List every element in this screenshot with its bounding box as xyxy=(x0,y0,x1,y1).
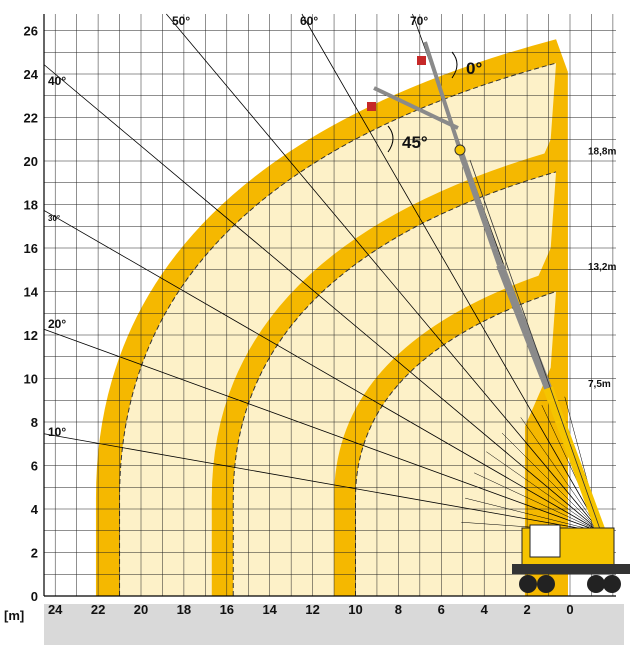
chassis xyxy=(512,564,630,574)
angle-label-20: 20° xyxy=(48,317,66,331)
angle-label-10: 10° xyxy=(48,425,66,439)
x-tick-label: 16 xyxy=(220,602,234,617)
y-tick-label: 20 xyxy=(24,154,38,169)
hook-block xyxy=(417,56,426,65)
jib-45 xyxy=(373,86,459,130)
angle-labels: 10° 20° 30° 40° 50° 60° 70° 0° 45° xyxy=(48,14,482,439)
y-tick-label: 10 xyxy=(24,372,38,387)
y-tick-label: 18 xyxy=(24,198,38,213)
x-tick-label: 10 xyxy=(348,602,362,617)
x-tick-label: 20 xyxy=(134,602,148,617)
operator-cab xyxy=(529,524,561,558)
boom-angle-line-50 xyxy=(166,13,602,533)
x-unit-label: [m] xyxy=(4,608,24,623)
wheel xyxy=(587,575,605,593)
y-tick-label: 8 xyxy=(31,415,38,430)
fan-line xyxy=(465,497,602,533)
jib-angle-label: 45° xyxy=(402,133,428,152)
ground-area xyxy=(44,604,624,645)
y-tick-label: 26 xyxy=(24,24,38,39)
wheel xyxy=(603,575,621,593)
range-dashed-line xyxy=(355,291,557,596)
boom-length-label: 13,2m xyxy=(588,262,616,273)
jib-arc-mark xyxy=(387,125,394,153)
y-tick-label: 24 xyxy=(24,67,39,82)
range-dashed-line xyxy=(232,171,557,596)
boom-angle-line-30 xyxy=(43,210,602,533)
angle-label-30: 30° xyxy=(48,214,60,223)
x-tick-label: 18 xyxy=(177,602,191,617)
x-tick-label: 0 xyxy=(566,602,573,617)
y-tick-label: 12 xyxy=(24,328,38,343)
boom-length-label: 7,5m xyxy=(588,379,611,390)
range-dashed-line xyxy=(119,62,557,596)
y-tick-label: 14 xyxy=(24,285,39,300)
fan-line xyxy=(486,451,602,533)
jib-joint xyxy=(454,144,466,156)
x-tick-label: 14 xyxy=(262,602,277,617)
jib-angle-label: 0° xyxy=(466,59,482,78)
wheel xyxy=(537,575,555,593)
jib-arc-mark xyxy=(451,51,458,79)
crane-illustration xyxy=(367,41,630,593)
angle-label-40: 40° xyxy=(48,74,66,88)
boom-section-3 xyxy=(457,149,503,266)
x-tick-label: 4 xyxy=(481,602,489,617)
y-tick-label: 4 xyxy=(31,502,39,517)
y-tick-label: 16 xyxy=(24,241,38,256)
boom-angle-line-60 xyxy=(301,13,602,533)
x-tick-label: 2 xyxy=(523,602,530,617)
boom-section-2 xyxy=(496,263,552,390)
boom-cable xyxy=(469,159,602,533)
x-tick-label: 12 xyxy=(305,602,319,617)
y-tick-label: 0 xyxy=(31,589,38,604)
boom-angle-line-10 xyxy=(43,433,602,533)
angle-label-50: 50° xyxy=(172,14,190,28)
y-tick-label: 22 xyxy=(24,111,38,126)
fan-line xyxy=(474,472,602,533)
angle-label-70: 70° xyxy=(410,14,428,28)
y-tick-label: 2 xyxy=(31,546,38,561)
working-range-fills xyxy=(95,39,568,596)
x-tick-label: 8 xyxy=(395,602,402,617)
boom-length-labels: 18,8m 13,2m 7,5m xyxy=(588,146,616,390)
x-tick-label: 22 xyxy=(91,602,105,617)
boom-angle-line-20 xyxy=(43,328,602,533)
hook-block xyxy=(367,102,376,111)
boom-angle-line-40 xyxy=(43,64,602,533)
y-tick-label: 6 xyxy=(31,459,38,474)
ground-band xyxy=(44,604,624,645)
fan-line xyxy=(520,417,602,533)
x-tick-label: 24 xyxy=(48,602,63,617)
fan-line xyxy=(501,432,602,533)
boom-length-label: 18,8m xyxy=(588,146,616,157)
grid xyxy=(43,14,616,597)
angle-label-60: 60° xyxy=(300,14,318,28)
x-tick-label: 6 xyxy=(438,602,445,617)
jib-0 xyxy=(423,41,462,151)
wheel xyxy=(519,575,537,593)
